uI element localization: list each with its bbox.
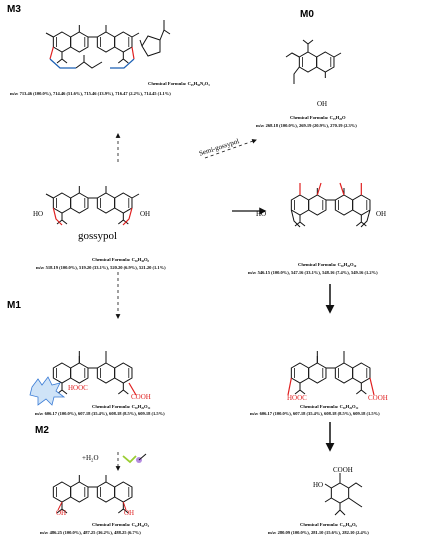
label-h2o: +H₂O: [82, 454, 99, 462]
label-m1: M1: [7, 300, 21, 311]
m2-mz: m/z: 486.25 (100.0%), 487.25 (36.2%), 48…: [40, 530, 141, 535]
atom-oh-m0: OH: [317, 100, 328, 108]
label-gossypol: gossypol: [78, 230, 118, 242]
m1-mz: m/z: 606.17 (100.0%), 607.18 (35.4%), 60…: [35, 411, 165, 416]
atom-oh-gossypol: OH: [140, 210, 151, 218]
atom-ho-fragment: HO: [313, 481, 324, 489]
acid-formula: Chemical Formula: C₃₀H₂₆O₁₂: [300, 404, 359, 409]
m1-structure: [29, 351, 137, 406]
atom-oh-oxidized: OH: [376, 210, 387, 218]
m0-formula: Chemical Formula: C₁₉H₂₀O: [290, 115, 346, 120]
atom-ho-gossypol: HO: [33, 210, 44, 218]
gossypol-mz: m/z: 518.19 (100.0%), 519.20 (33.1%), 52…: [36, 265, 166, 270]
atom-ho-oxidized: HO: [256, 210, 267, 218]
m3-mz: m/z: 713.46 (100.0%), 714.46 (51.6%), 71…: [10, 91, 171, 96]
m3-formula: Chemical Formula: C₄₅H₅₀N₂O₃: [148, 81, 210, 86]
acid-structure: [287, 351, 375, 396]
fragment-formula: Chemical Formula: C₁₅H₁₆O₅: [300, 522, 357, 527]
fragment-mz: m/z: 280.09 (100.0%), 281.10 (15.6%), 28…: [268, 530, 369, 535]
oxidized-structure: [291, 182, 370, 228]
m3-structure: [45, 20, 171, 69]
atom-cooh-m1: COOH: [131, 393, 151, 401]
label-m2: M2: [35, 425, 49, 436]
oxidized-mz: m/z: 546.15 (100.0%), 547.16 (33.1%), 54…: [248, 270, 378, 275]
gossypol-structure: [45, 186, 140, 226]
atom-cooh-acid: COOH: [368, 394, 388, 402]
label-m0: M0: [300, 9, 314, 20]
m2-formula: Chemical Formula: C₃₂H₃₄O₄: [92, 522, 149, 527]
oxidized-formula: Chemical Formula: C₃₀H₂₆O₁₀: [298, 262, 357, 267]
m2-structure: [53, 475, 132, 513]
m0-structure: [285, 39, 342, 84]
atom-oh-m2-right: OH: [124, 509, 135, 517]
m1-formula: Chemical Formula: C₃₀H₂₆O₁₂: [92, 404, 151, 409]
label-m3: M3: [7, 4, 21, 15]
atom-hooc-m1: HOOC: [68, 384, 88, 392]
atom-hooc-acid: HOOC: [287, 394, 307, 402]
atom-oh-m2-left: OH: [56, 509, 67, 517]
m0-mz: m/z: 268.18 (100.0%), 269.19 (20.9%), 27…: [256, 123, 357, 128]
gossypol-formula: Chemical Formula: C₃₀H₃₀O₈: [92, 257, 149, 262]
acid-mz: m/z: 606.17 (100.0%), 607.18 (35.4%), 60…: [250, 411, 380, 416]
fragment-structure: [324, 473, 363, 516]
atom-cooh-fragment: COOH: [333, 466, 353, 474]
